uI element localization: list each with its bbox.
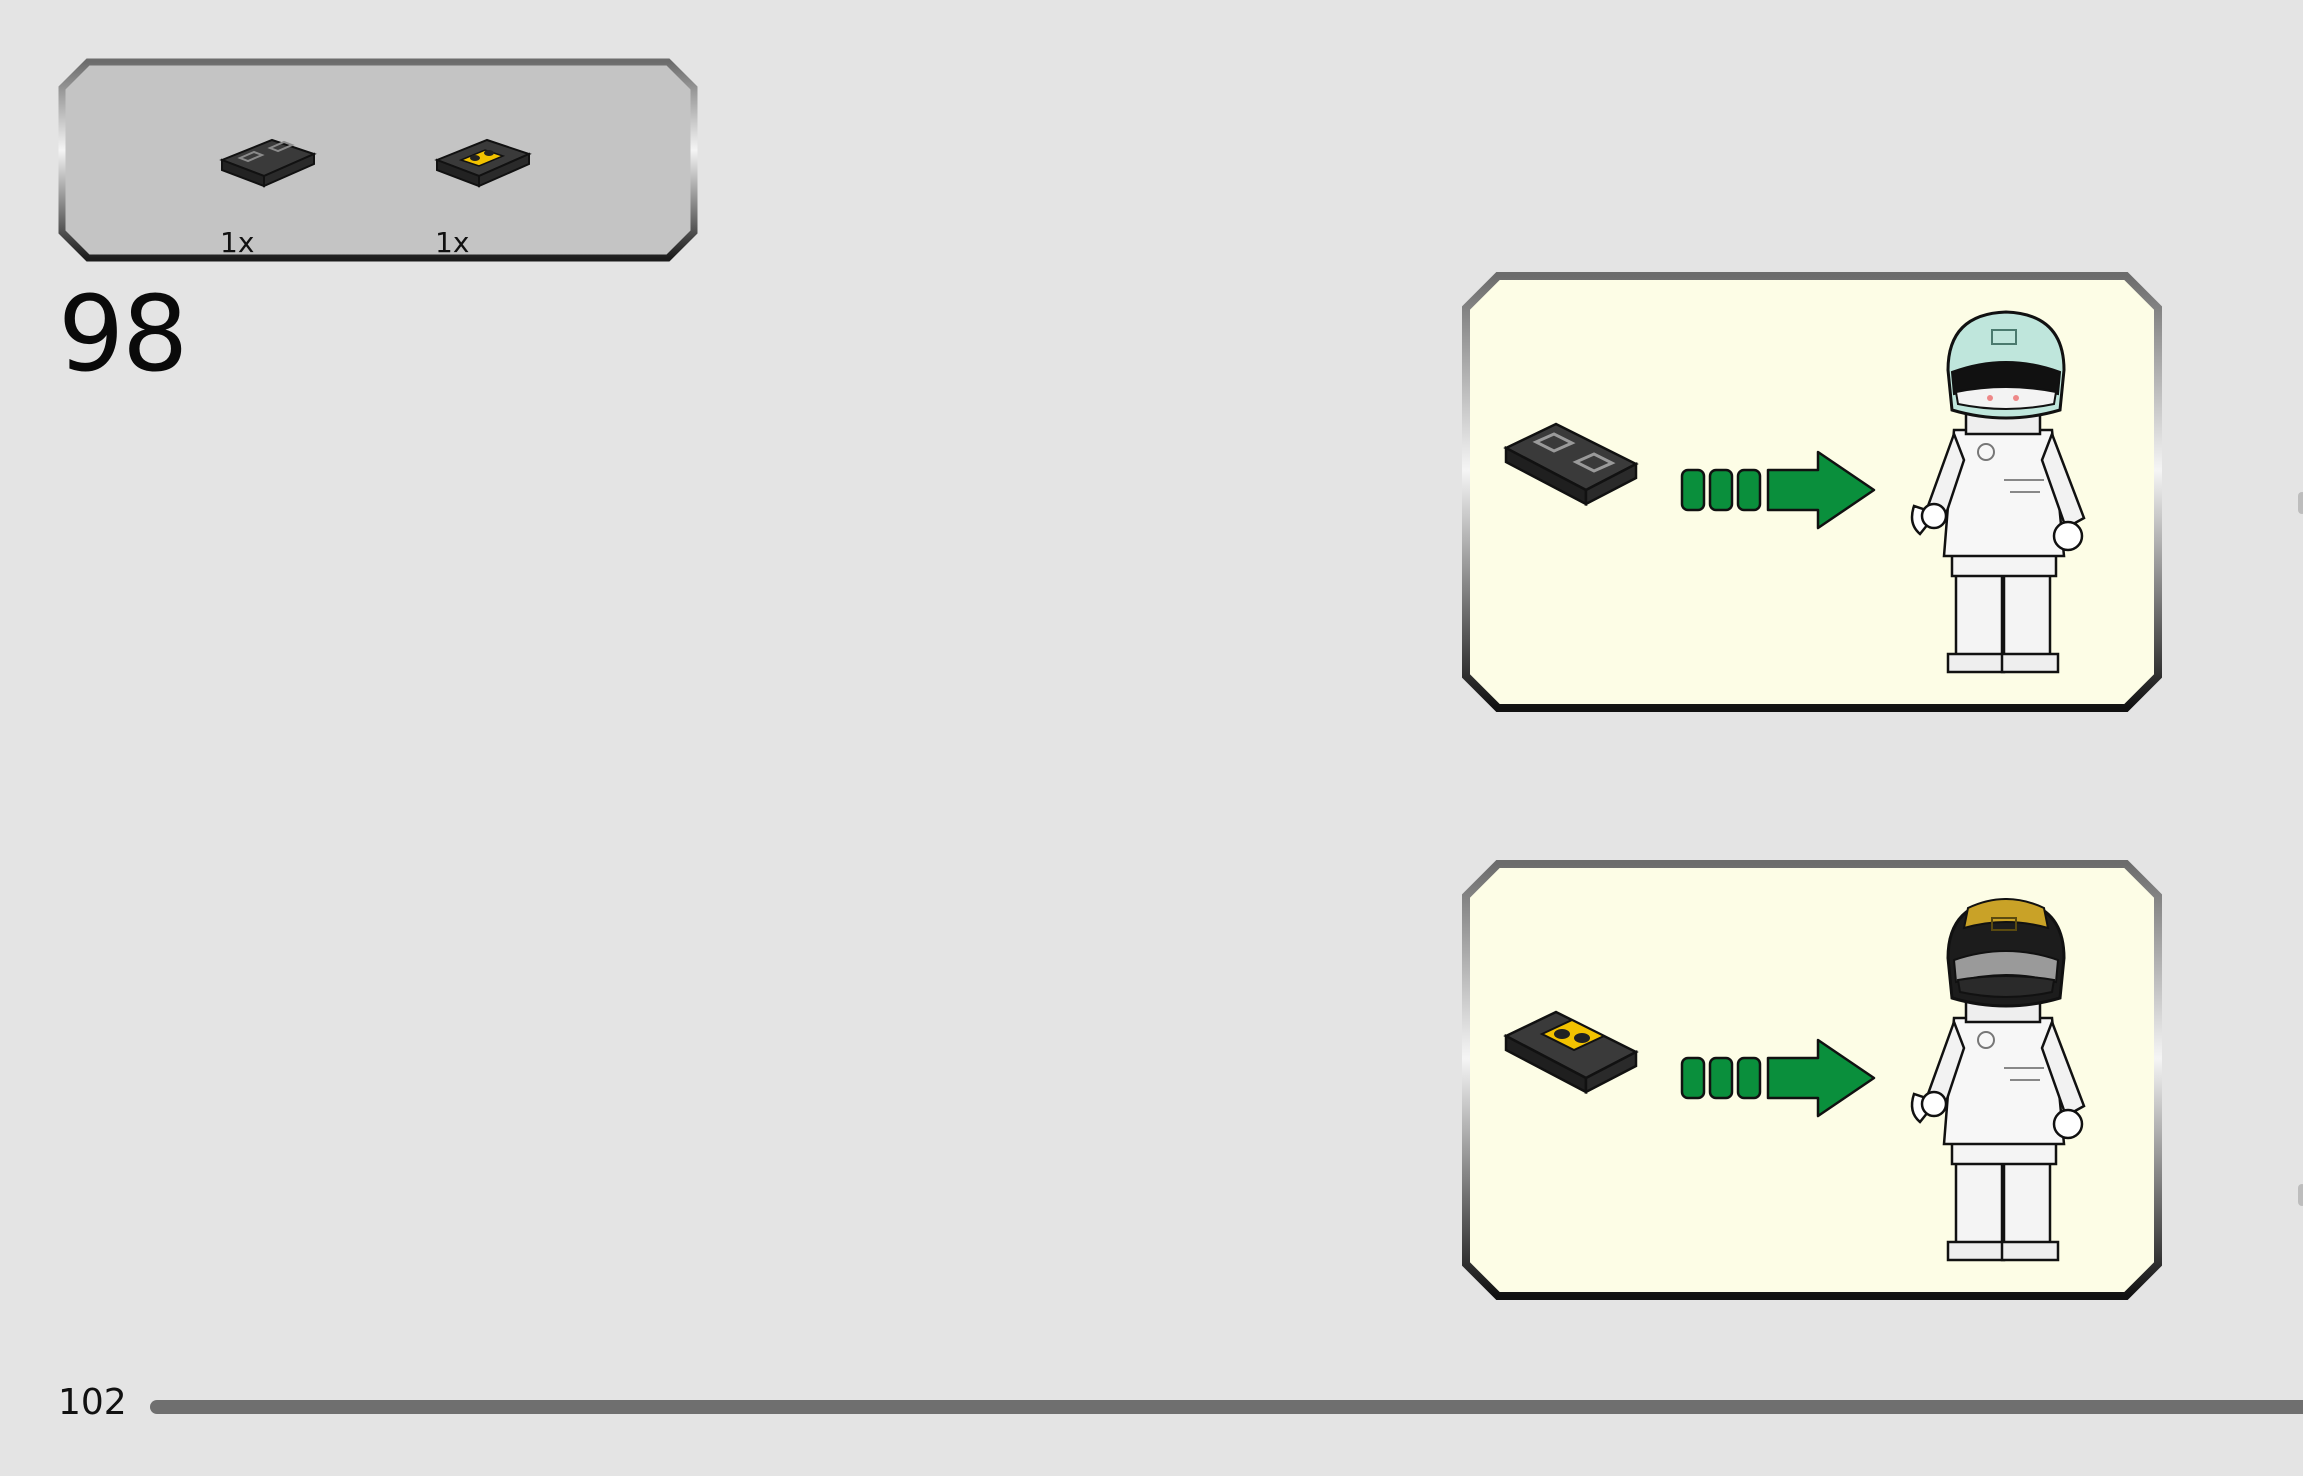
minifigure-gold-helmet bbox=[1910, 898, 2086, 1262]
green-arrow-icon bbox=[1680, 1038, 1876, 1118]
parts-panel-frame bbox=[58, 58, 698, 262]
part-quantity: 1x bbox=[220, 226, 255, 259]
part-yellow-print-tile: 1x bbox=[423, 108, 573, 259]
edge-mark bbox=[2298, 492, 2303, 514]
part-black-tile: 1x bbox=[208, 108, 358, 259]
callout-gold-helmet bbox=[1462, 860, 2162, 1300]
page-number: 102 bbox=[58, 1382, 127, 1423]
page-progress-rule bbox=[150, 1400, 2303, 1414]
black-tile-icon bbox=[1503, 422, 1639, 507]
parts-list-panel: 1x 1x bbox=[58, 58, 698, 262]
part-quantity: 1x bbox=[435, 226, 470, 259]
yellow-print-tile-icon bbox=[1503, 1010, 1639, 1095]
black-tile-icon bbox=[219, 138, 317, 188]
minifigure-mint-helmet bbox=[1910, 310, 2086, 674]
yellow-print-tile-icon bbox=[434, 138, 532, 188]
callout-mint-helmet bbox=[1462, 272, 2162, 712]
green-arrow-icon bbox=[1680, 450, 1876, 530]
step-number: 98 bbox=[58, 273, 188, 395]
edge-mark bbox=[2298, 1184, 2303, 1206]
